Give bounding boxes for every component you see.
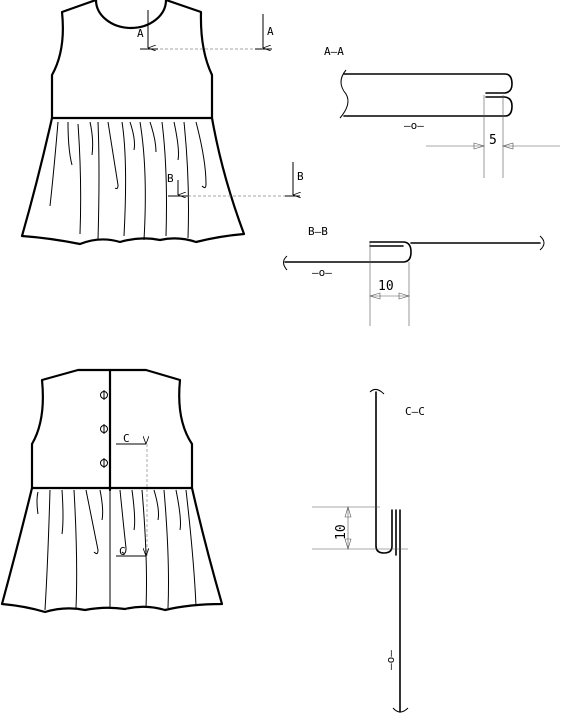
back-buttons (100, 390, 108, 468)
section-c-label-top: C (123, 432, 130, 445)
section-cc-fold (375, 391, 393, 554)
section-bb-fold (284, 241, 412, 263)
button-icon (100, 424, 108, 434)
back-bodice (30, 368, 194, 490)
section-aa-title: A–A (324, 45, 344, 58)
section-cc-title: C–C (405, 405, 425, 418)
front-dress-view: A A B B (20, 0, 304, 246)
front-skirt-gathers (49, 121, 207, 241)
section-aa-seam-mark: –o– (404, 119, 424, 132)
section-aa-detail: A–A –o– 5 (324, 45, 560, 178)
section-bb-seam-mark: –o– (312, 266, 332, 279)
back-dress-view: C C (0, 368, 224, 614)
section-bb-title: B–B (308, 225, 328, 238)
section-cc-dimension: 10 (334, 524, 349, 540)
front-bodice (50, 0, 214, 120)
front-skirt (20, 116, 246, 246)
section-cc-detail: C–C –o– 10 (312, 388, 425, 713)
section-bb-detail: B–B –o– 10 (283, 225, 545, 326)
section-b-label-right: B (297, 170, 304, 183)
section-cc-seam-mark: –o– (384, 650, 397, 670)
section-aa-dimension: 5 (489, 133, 497, 148)
back-skirt-gathers (36, 489, 197, 611)
button-icon (100, 390, 108, 400)
section-b-label-left: B (167, 172, 174, 185)
back-skirt (0, 486, 224, 614)
section-c-label-bottom: C (119, 545, 126, 558)
button-icon (100, 458, 108, 468)
section-a-label-left: A (137, 27, 144, 40)
section-bb-dimension: 10 (378, 279, 394, 294)
section-aa-fold (343, 73, 513, 94)
section-a-label-right: A (267, 25, 274, 38)
